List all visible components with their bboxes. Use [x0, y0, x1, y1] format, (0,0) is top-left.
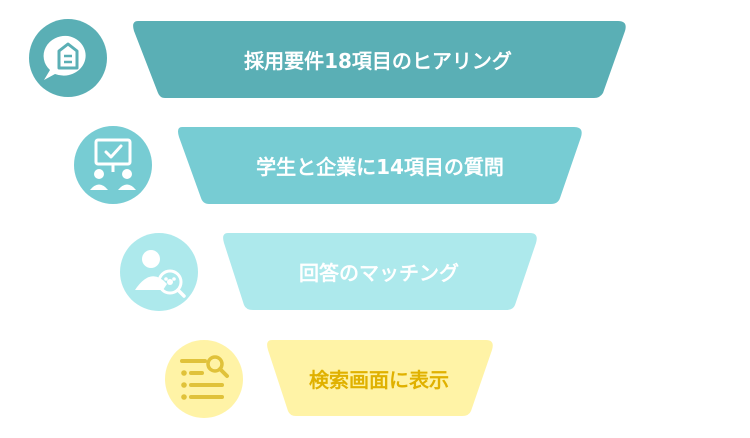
funnel-band-3	[223, 233, 537, 310]
funnel-band-1	[133, 21, 626, 98]
list-search-icon	[165, 340, 243, 418]
user-search-icon	[120, 233, 198, 311]
funnel-step-1	[29, 19, 626, 98]
funnel-band-2	[178, 127, 582, 204]
funnel-band-4	[267, 340, 493, 416]
funnel-step-2	[74, 126, 582, 204]
people-presentation-icon	[74, 126, 152, 204]
funnel-step-3	[120, 233, 537, 311]
funnel-step-4	[165, 340, 493, 418]
building-speech-icon	[29, 19, 107, 97]
